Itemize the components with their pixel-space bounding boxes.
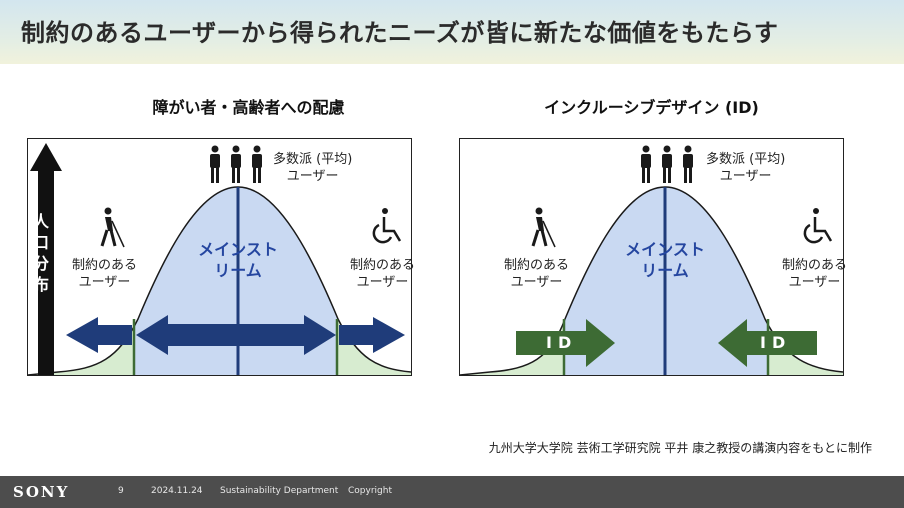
left-outward-arrow [66, 317, 132, 353]
right-mainstream-label: メインスト リーム [620, 239, 710, 281]
left-mainstream-line1: メインスト [198, 240, 278, 259]
person-with-cane-icon [531, 207, 556, 248]
right-constrained-left-label: 制約のある ユーザー [504, 257, 569, 291]
left-constrained-left-line1: 制約のある [72, 258, 138, 273]
population-axis-label: 人口分布 [32, 212, 49, 294]
left-constrained-left-label: 制約のある ユーザー [72, 257, 137, 291]
left-mainstream-label: メインスト リーム [193, 239, 283, 281]
footer-date: 2024.11.24 [151, 486, 203, 496]
left-majority-line1: 多数派 (平均) [273, 152, 353, 167]
right-panel-title: インクルーシブデザイン (ID) [544, 98, 759, 117]
footer-copyright: Copyright [348, 486, 392, 496]
left-majority-label: 多数派 (平均) ユーザー [273, 151, 352, 185]
left-constrained-right-line2: ユーザー [356, 275, 409, 290]
left-panel-title: 障がい者・高齢者への配慮 [152, 98, 345, 117]
left-constrained-right-line1: 制約のある [350, 258, 416, 273]
right-mainstream-line1: メインスト [625, 240, 705, 259]
right-outward-arrow [339, 317, 405, 353]
sony-logo: SONY [13, 483, 70, 501]
population-axis-arrow [30, 143, 62, 375]
left-panel: 人口分布 多数派 (平均) ユーザー メインスト リーム 制約のある ユーザー … [27, 138, 415, 376]
title-bar: 制約のあるユーザーから得られたニーズが皆に新たな価値をもたらす [0, 0, 904, 64]
right-constrained-left-line2: ユーザー [510, 275, 563, 290]
left-constrained-right-label: 制約のある ユーザー [350, 257, 415, 291]
left-curve-graphic [28, 143, 411, 375]
id-arrow-left-label: ID [546, 333, 578, 352]
right-constrained-left-line1: 制約のある [504, 258, 570, 273]
right-majority-label: 多数派 (平均) ユーザー [706, 151, 785, 185]
three-people-icon [641, 145, 693, 183]
right-majority-line2: ユーザー [719, 169, 772, 184]
right-mainstream-line2: リーム [641, 261, 689, 280]
person-with-cane-icon [100, 207, 125, 248]
left-mainstream-line2: リーム [214, 261, 262, 280]
right-constrained-right-line1: 制約のある [782, 258, 848, 273]
right-panel: 多数派 (平均) ユーザー メインスト リーム 制約のある ユーザー 制約のある… [459, 138, 847, 376]
footer-department: Sustainability Department [220, 486, 339, 496]
wheelchair-icon [372, 208, 402, 244]
right-majority-line1: 多数派 (平均) [706, 152, 786, 167]
id-arrow-right-label: ID [760, 333, 792, 352]
right-curve-graphic [460, 145, 843, 375]
slide-title: 制約のあるユーザーから得られたニーズが皆に新たな価値をもたらす [21, 19, 779, 47]
id-arrow-left-pointing [718, 319, 817, 367]
source-credit: 九州大学大学院 芸術工学研究院 平井 康之教授の講演内容をもとに制作 [488, 441, 872, 455]
left-majority-line2: ユーザー [286, 169, 339, 184]
right-bell-curve-fill [460, 187, 843, 375]
center-double-arrow [136, 315, 336, 355]
right-constrained-right-label: 制約のある ユーザー [782, 257, 847, 291]
wheelchair-icon [803, 208, 833, 244]
right-constrained-right-line2: ユーザー [788, 275, 841, 290]
footer-bar: SONY 9 2024.11.24 Sustainability Departm… [0, 476, 904, 508]
id-arrow-right-pointing [516, 319, 615, 367]
left-constrained-left-line2: ユーザー [78, 275, 131, 290]
three-people-icon [210, 145, 262, 183]
page-number: 9 [118, 486, 124, 496]
